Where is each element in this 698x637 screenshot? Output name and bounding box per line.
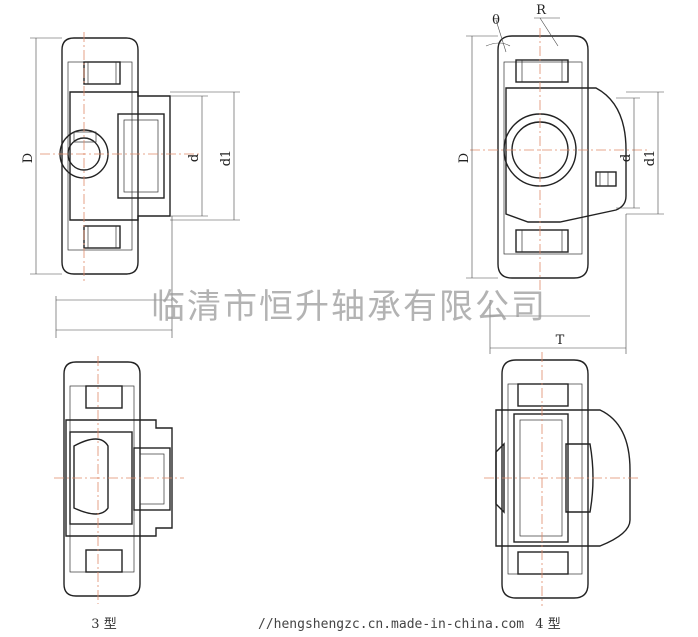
view-bottom-left [54,356,184,604]
caption-type4: 4 型 [535,617,560,632]
view-top-right [470,28,650,290]
dim-d1-left: d1 [219,150,234,167]
dim-d-right: d [619,154,634,162]
dims-top-left: D d d1 [21,37,240,338]
dim-d-left: d [187,154,202,162]
dim-D-right: D [457,153,472,163]
caption-type3: 3 型 [91,617,116,632]
dim-R: R [536,3,547,18]
view-bottom-right [484,352,640,606]
dim-T: T [556,333,565,348]
watermark-company: 临清市恒升轴承有限公司 [151,287,547,327]
dim-theta: θ [492,13,500,28]
view-top-left [40,32,200,282]
watermark-url: //hengshengzc.cn.made-in-china.com [258,617,524,632]
dim-d1-right: d1 [643,150,658,167]
dims-top-right: D d d1 θ R T [457,3,664,354]
dim-D-left: D [21,153,36,163]
